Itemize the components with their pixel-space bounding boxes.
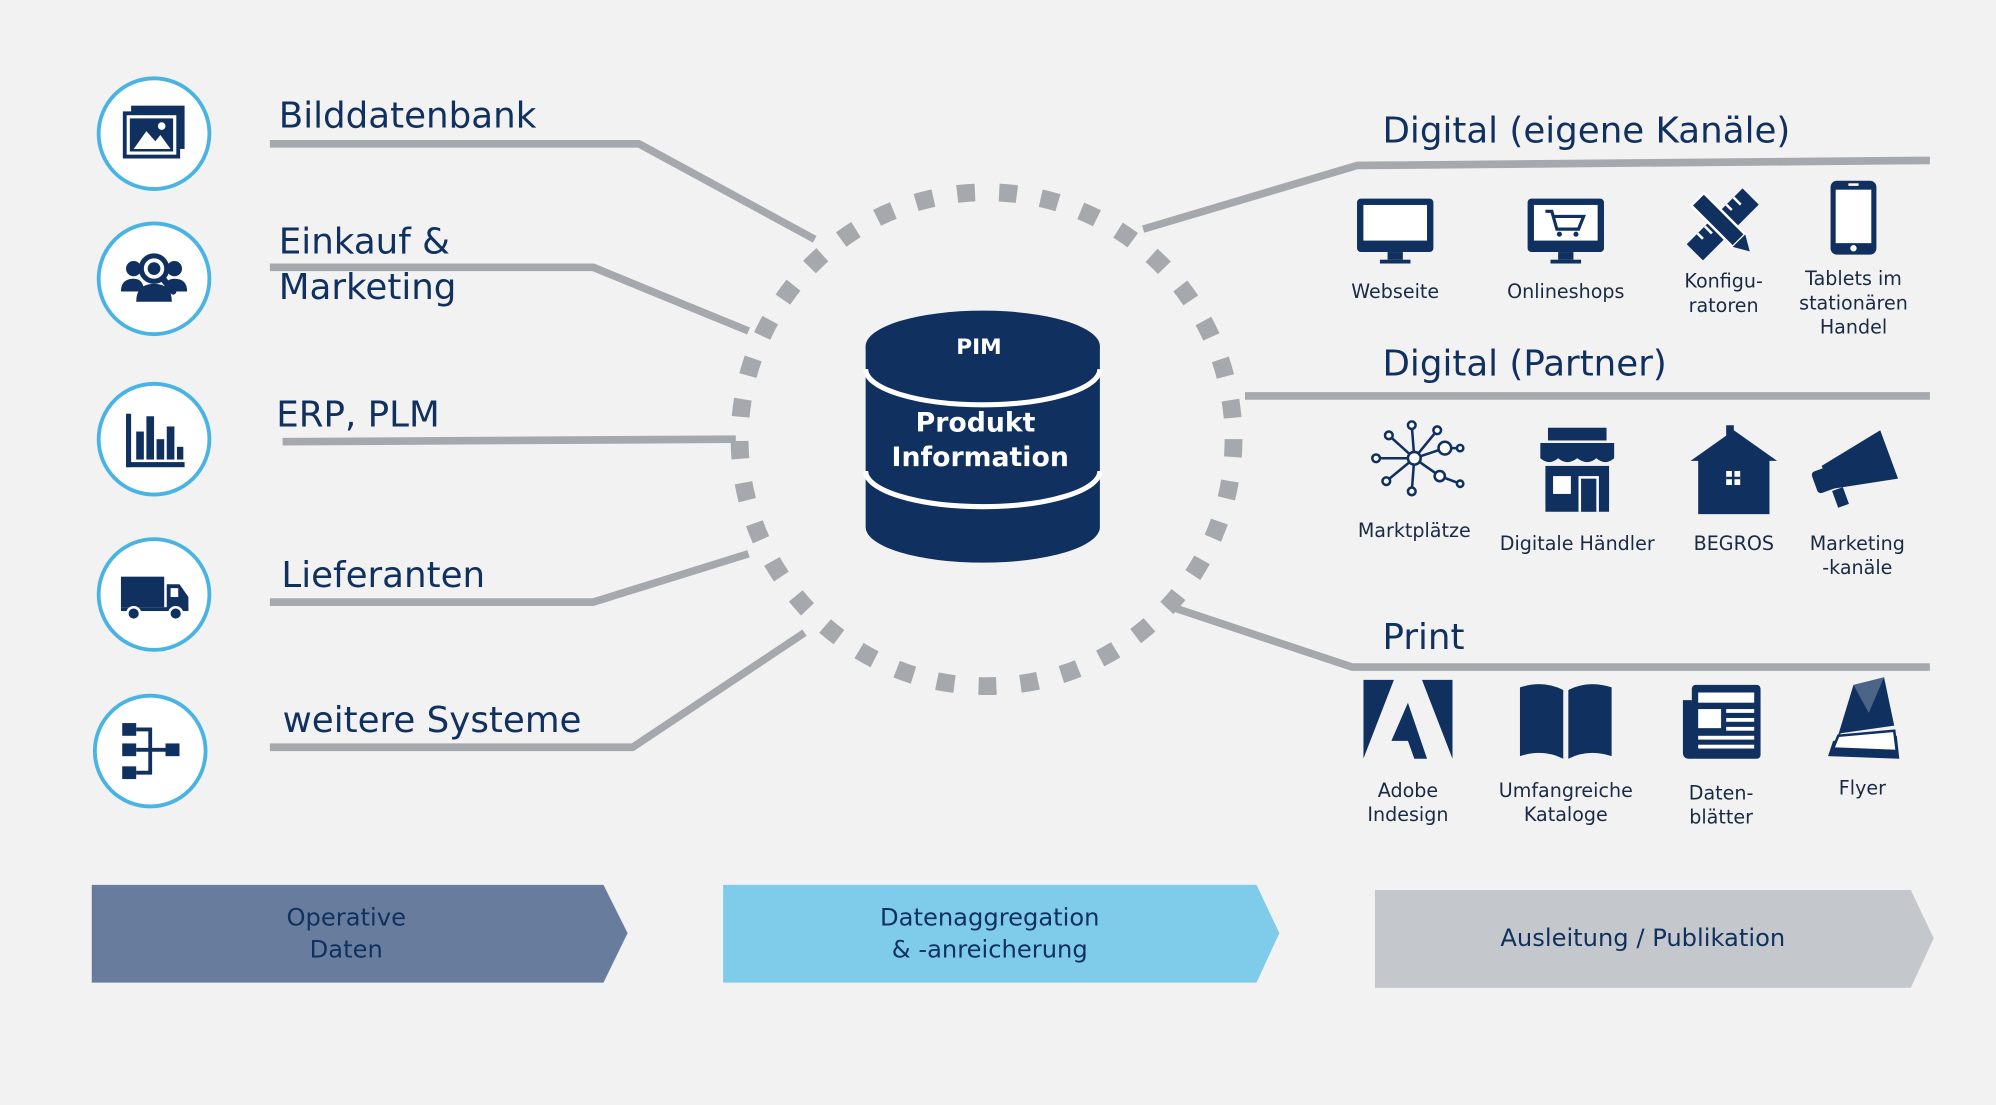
category-title-print: Print bbox=[1382, 616, 1465, 659]
output-label: Digitale Händler bbox=[1499, 532, 1655, 556]
monitor-icon bbox=[1357, 198, 1434, 264]
pencil-ruler-icon bbox=[1686, 188, 1759, 261]
pim-title: PIM bbox=[956, 335, 1001, 360]
output-label: Umfangreiche Kataloge bbox=[1498, 779, 1633, 827]
category-title-digital-eigene: Digital (eigene Kanäle) bbox=[1382, 109, 1791, 152]
output-item: Digitale Händler bbox=[1497, 425, 1657, 556]
output-label: Konfigu- ratoren bbox=[1684, 269, 1763, 317]
output-item: Flyer bbox=[1815, 675, 1909, 801]
source-label-bilddatenbank: Bilddatenbank bbox=[278, 94, 537, 137]
output-label: Flyer bbox=[1838, 776, 1886, 800]
adobe-icon bbox=[1363, 679, 1453, 759]
connector-bilddatenbank bbox=[269, 140, 817, 243]
source-icon-circle bbox=[96, 76, 212, 191]
phase-label-ausleitung-publikation: Ausleitung / Publikation bbox=[1500, 924, 1786, 953]
connector-lieferanten bbox=[269, 550, 750, 606]
output-label: Marktplätze bbox=[1357, 519, 1471, 543]
category-title-digital-partner: Digital (Partner) bbox=[1382, 342, 1667, 385]
output-item: Onlineshops bbox=[1495, 193, 1638, 304]
phase-label-datenaggregation: Datenaggregation & -anreicherung bbox=[880, 903, 1100, 964]
hierarchy-icon bbox=[122, 723, 180, 780]
phase-arrow-operative bbox=[91, 884, 628, 983]
connector-erp bbox=[282, 435, 736, 446]
output-item: Umfangreiche Kataloge bbox=[1497, 680, 1634, 828]
source-icon-circle bbox=[96, 381, 212, 497]
output-item: BEGROS bbox=[1675, 425, 1792, 556]
output-item: Webseite bbox=[1332, 193, 1459, 304]
connector-print bbox=[1175, 604, 1930, 671]
monitor-cart-icon bbox=[1527, 198, 1604, 264]
connector-weitere bbox=[269, 629, 807, 752]
image-gallery-icon bbox=[122, 105, 185, 159]
flyer-icon bbox=[1828, 677, 1900, 759]
output-label: Marketing -kanäle bbox=[1809, 532, 1905, 580]
output-label: Webseite bbox=[1351, 280, 1440, 303]
connector-digital-eigene bbox=[1142, 156, 1930, 233]
pim-dashed-ring bbox=[730, 183, 1243, 696]
output-label: Adobe Indesign bbox=[1367, 779, 1449, 827]
output-item: Daten- blätter bbox=[1663, 682, 1780, 830]
megaphone-icon bbox=[1811, 430, 1899, 508]
pim-database-icon: PIM Produkt Information bbox=[863, 310, 1103, 563]
output-item: Konfigu- ratoren bbox=[1663, 188, 1785, 318]
output-label: Onlineshops bbox=[1507, 280, 1625, 303]
phase-label-operative-daten: Operative Daten bbox=[286, 903, 406, 964]
phase-arrow-datenaggregation bbox=[723, 884, 1280, 983]
output-item: Tablets im stationären Handel bbox=[1764, 178, 1942, 340]
source-icon-circle bbox=[92, 693, 208, 809]
phase-arrow-ausleitung bbox=[1374, 889, 1934, 988]
source-icon-circle bbox=[96, 221, 212, 337]
source-label-lieferanten: Lieferanten bbox=[281, 553, 486, 596]
open-book-icon bbox=[1519, 684, 1612, 759]
output-label: BEGROS bbox=[1693, 532, 1775, 556]
connector-einkauf bbox=[269, 263, 750, 335]
truck-icon bbox=[120, 576, 189, 622]
output-item: Adobe Indesign bbox=[1347, 679, 1469, 828]
output-label: Daten- blätter bbox=[1688, 781, 1754, 829]
source-icon-circle bbox=[96, 537, 212, 652]
output-item: Marktplätze bbox=[1352, 420, 1477, 543]
source-label-weitere-systeme: weitere Systeme bbox=[282, 698, 582, 741]
pim-label: Produkt Information bbox=[892, 408, 1069, 473]
newspaper-icon bbox=[1682, 684, 1761, 759]
source-label-einkauf-marketing: Einkauf & Marketing bbox=[278, 220, 457, 309]
output-label: Tablets im stationären Handel bbox=[1799, 267, 1908, 339]
bar-chart-icon bbox=[126, 413, 185, 468]
user-search-icon bbox=[120, 253, 188, 302]
source-label-erp-plm: ERP, PLM bbox=[276, 393, 440, 436]
tablet-icon bbox=[1830, 180, 1877, 255]
network-icon bbox=[1371, 420, 1465, 497]
house-icon bbox=[1690, 425, 1778, 515]
output-item: Marketing -kanäle bbox=[1797, 423, 1917, 581]
storefront-icon bbox=[1540, 427, 1615, 512]
